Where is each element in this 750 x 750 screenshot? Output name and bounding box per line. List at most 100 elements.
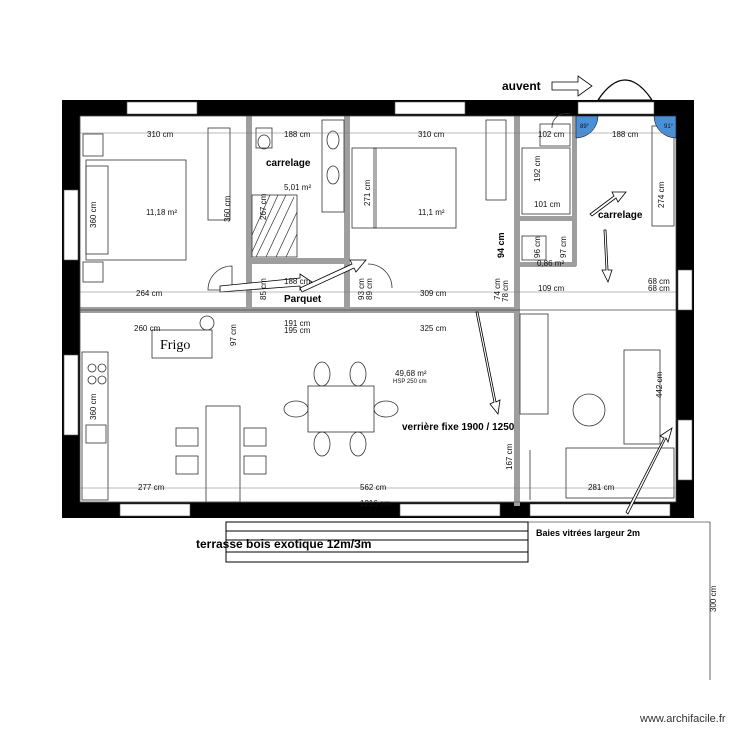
arrow-carrelage-2-icon [601,229,613,284]
partition-wc-right [572,116,577,266]
areas: 11,18 m² 5,01 m² 11,1 m² 0,86 m² 49,68 m… [146,183,564,385]
stool-3 [243,427,267,447]
terrace [225,521,711,680]
terrace-outline [225,521,529,563]
dim-97: 97 cm [559,236,568,258]
dim-310b: 310 cm [418,130,445,139]
living-area [519,313,675,500]
partition-bath-bottom [246,258,346,264]
window-right-2 [677,419,693,481]
dim-97b: 97 cm [229,324,238,346]
hob-3 [87,375,97,385]
windows [63,101,693,517]
dimension-texts: 310 cm 188 cm 310 cm 102 cm 188 cm 360 c… [89,130,718,612]
window-bottom-2 [399,503,501,517]
dim-325: 325 cm [420,324,447,333]
wall-left [62,100,80,518]
angle-markers: 89° 91° [575,115,677,139]
wardrobe-2 [485,119,507,201]
wardrobe-1 [207,127,231,221]
partition-shower-bottom [514,216,576,221]
auvent-label: auvent [502,79,541,93]
auvent-arrow-icon [551,75,593,97]
sink-1 [326,130,340,150]
door-swing-1 [207,265,233,291]
window-top-1 [126,101,198,115]
dim-274: 274 cm [657,181,666,208]
hob-1 [87,363,97,373]
angle-91-text: 91° [664,124,674,130]
sofa-back [623,349,661,445]
shower-2 [521,147,571,215]
toilet-2 [521,235,547,261]
verriere-label: verrière fixe 1900 / 1250 [402,422,515,433]
chair-4 [349,431,367,457]
dimension-lines [80,132,676,503]
dim-300: 300 cm [709,585,718,612]
window-top-2 [394,101,466,115]
dim-442: 442 cm [655,371,664,398]
dim-260: 260 cm [134,324,161,333]
arrow-parquet-2-icon [299,259,367,293]
arrows [219,191,673,515]
area-living: 49,68 m² [395,369,427,378]
kitchen [81,315,267,503]
vanity-counter [321,119,345,213]
window-bottom-1 [119,503,191,517]
wall-top [62,100,694,116]
nightstand-1b [82,261,104,283]
arrow-verriere-icon [475,311,501,415]
area-wc: 0,86 m² [537,259,564,268]
bed-1-headboard [85,165,109,255]
bathroom [251,119,345,258]
wardrobe-3 [651,125,675,227]
shower-hatching [251,194,298,258]
toilet-bowl [257,134,271,150]
hob-4 [97,375,107,385]
dim-195: 195 cm [284,326,311,335]
dim-192: 192 cm [533,155,542,182]
terrasse-label: terrasse bois exotique 12m/3m [196,537,371,551]
chair-1 [313,361,331,387]
baie-vitree-opening [529,503,671,517]
dim-281: 281 cm [588,483,615,492]
dim-562: 562 cm [360,483,387,492]
dim-277: 277 cm [138,483,165,492]
kitchen-island [205,405,241,503]
chair-6 [373,400,399,418]
dim-109: 109 cm [538,284,565,293]
window-right-1 [677,269,693,311]
dim-102: 102 cm [538,130,565,139]
dim-310a: 310 cm [147,130,174,139]
dining-table [307,385,375,433]
sofa-bottom [565,447,675,499]
stool-1 [175,427,199,447]
dim-101: 101 cm [534,200,561,209]
area-bedroom-2: 11,1 m² [418,208,445,217]
door-swing-2 [367,263,393,289]
carrelage-label-1: carrelage [266,158,311,169]
dim-89: 89 cm [365,278,374,300]
baies-label: Baies vitrées largeur 2m [536,528,640,538]
stool-4 [243,455,267,475]
chair-3 [313,431,331,457]
frigo-label: Frigo [160,338,190,353]
kitchen-counter [81,351,109,501]
dim-360a: 360 cm [89,201,98,228]
partition-bedroom2-right [514,116,520,506]
dim-93: 93 cm [357,278,366,300]
coffee-table [572,393,606,427]
partition-bedroom1-bath [246,116,252,260]
dim-271: 271 cm [363,179,372,206]
window-left-1 [63,189,79,261]
dim-78: 78 cm [501,280,510,302]
interior-partitions [80,116,577,506]
tv-unit [519,313,549,415]
arrow-carrelage-icon [589,191,627,217]
bed-2 [373,147,457,229]
chair-2 [349,361,367,387]
partition-bath-bedroom2 [344,116,350,308]
watermark[interactable]: www.archifacile.fr [639,713,726,725]
dim-167: 167 cm [505,443,514,470]
toilet-bath [255,127,273,149]
